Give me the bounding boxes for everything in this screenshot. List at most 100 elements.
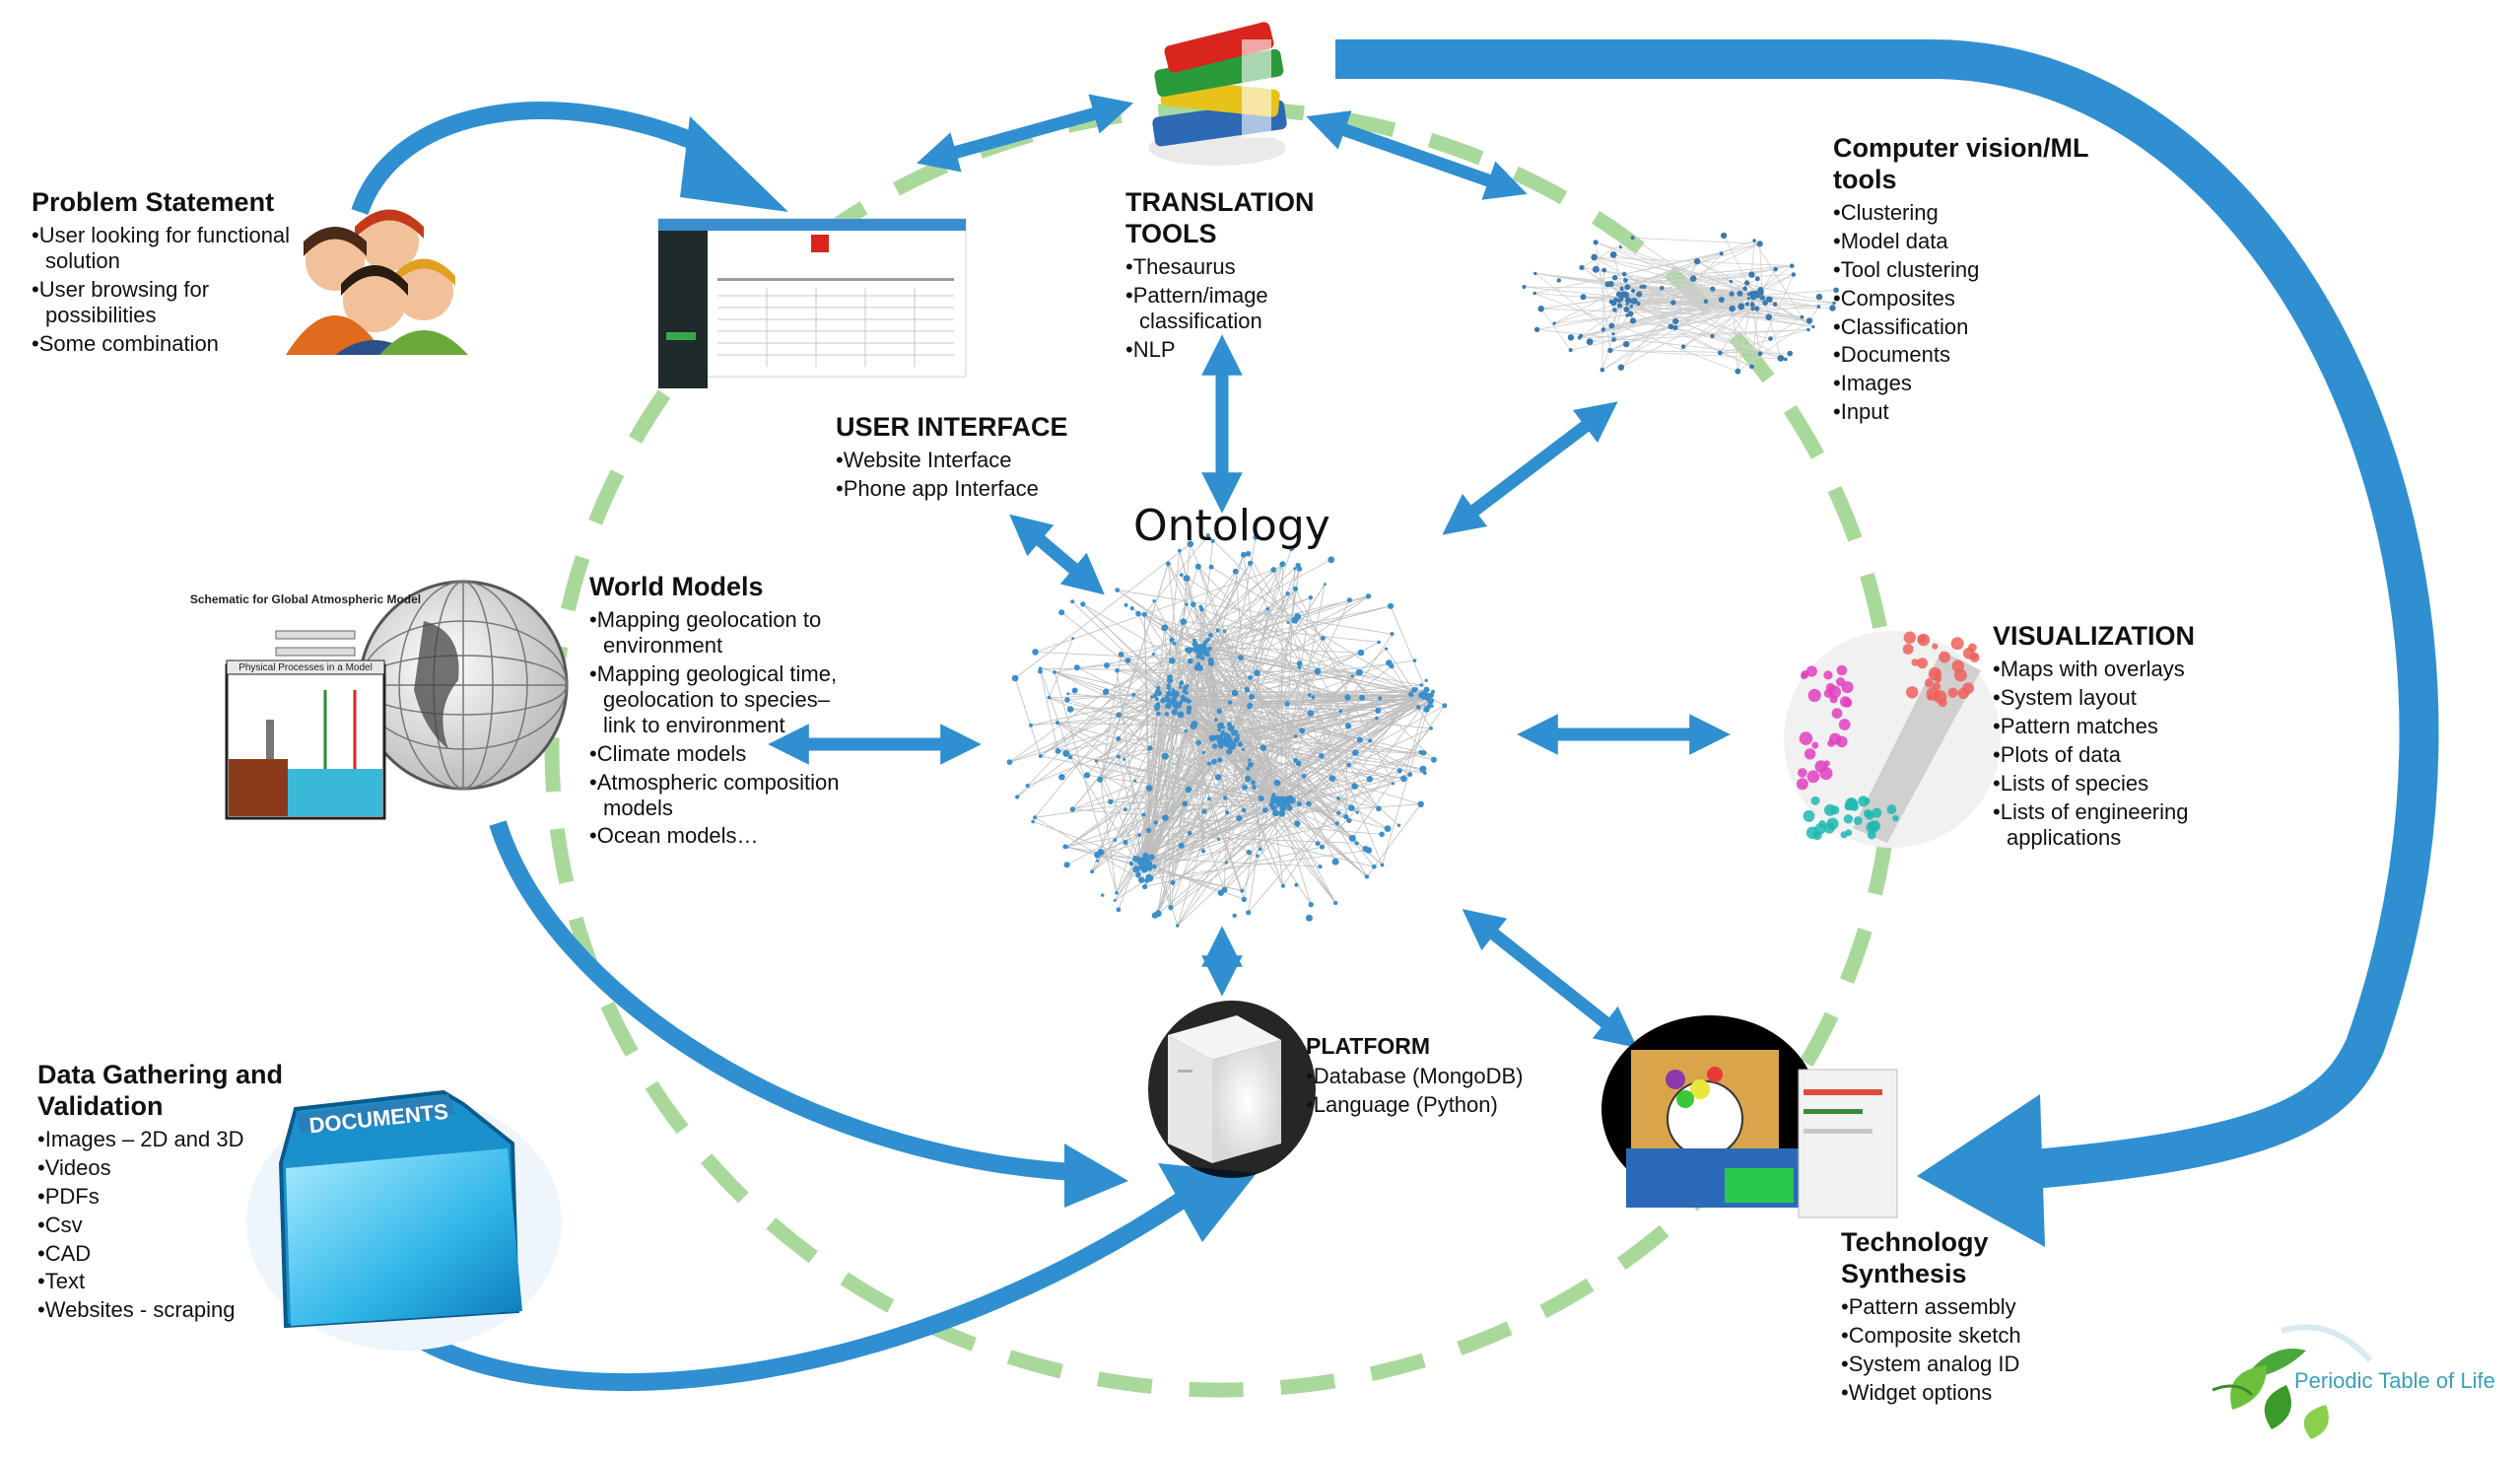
network-node bbox=[1737, 303, 1745, 311]
network-node bbox=[1307, 693, 1312, 697]
network-edge bbox=[1295, 584, 1326, 737]
scatter-dot bbox=[1845, 829, 1853, 836]
network-node bbox=[1177, 711, 1185, 719]
network-node bbox=[1333, 900, 1338, 906]
list-item: Lists of species bbox=[1993, 771, 2249, 797]
scatter-dot bbox=[1951, 659, 1965, 672]
network-node bbox=[1735, 368, 1741, 375]
network-node bbox=[1207, 797, 1211, 801]
network-node bbox=[1693, 258, 1701, 265]
network-edge bbox=[1105, 596, 1311, 693]
problem-statement-title: Problem Statement bbox=[32, 187, 275, 217]
network-edge bbox=[1250, 648, 1387, 766]
network-edge bbox=[1143, 800, 1279, 815]
network-edge bbox=[1594, 256, 1612, 303]
network-node bbox=[1184, 690, 1189, 695]
network-node bbox=[1241, 896, 1248, 902]
network-node bbox=[1336, 796, 1340, 800]
network-edge bbox=[1144, 867, 1243, 891]
scatter-dot bbox=[1927, 693, 1934, 701]
network-node bbox=[1427, 698, 1434, 705]
network-node bbox=[1179, 685, 1183, 689]
network-node bbox=[1132, 866, 1140, 873]
network-node bbox=[1366, 776, 1374, 783]
network-edge bbox=[1613, 303, 1752, 368]
periodic-table-logo-icon bbox=[2212, 1324, 2373, 1439]
network-node bbox=[1149, 857, 1154, 861]
network-node bbox=[1208, 564, 1214, 570]
list-item: Clustering bbox=[1833, 200, 2119, 226]
scatter-dot bbox=[1950, 637, 1964, 651]
network-node bbox=[1214, 718, 1218, 722]
network-node bbox=[1152, 599, 1156, 603]
network-edge bbox=[1299, 666, 1383, 866]
network-edge bbox=[1210, 662, 1358, 813]
network-edge bbox=[1143, 584, 1326, 869]
network-node bbox=[1615, 291, 1622, 298]
network-node bbox=[1636, 301, 1641, 307]
scatter-dot bbox=[1864, 798, 1871, 804]
network-edge bbox=[1054, 671, 1230, 740]
network-edge bbox=[1753, 294, 1835, 304]
network-edge bbox=[1148, 550, 1181, 866]
network-edge bbox=[1278, 800, 1368, 877]
network-node bbox=[1146, 874, 1154, 882]
network-node bbox=[1622, 291, 1630, 299]
network-edge bbox=[1181, 675, 1353, 846]
network-node bbox=[1215, 628, 1220, 633]
network-node bbox=[1101, 893, 1105, 897]
list-item: Maps with overlays bbox=[1993, 657, 2249, 682]
network-edge bbox=[1223, 727, 1423, 770]
network-edge bbox=[1151, 714, 1168, 858]
network-node bbox=[1357, 649, 1365, 657]
network-node bbox=[1132, 856, 1138, 863]
scatter-dot bbox=[1825, 682, 1836, 693]
network-node bbox=[1192, 641, 1198, 648]
network-node bbox=[1338, 709, 1343, 714]
network-node bbox=[1601, 327, 1606, 332]
network-edge bbox=[1165, 817, 1375, 867]
network-node bbox=[1071, 637, 1075, 641]
network-node bbox=[1217, 838, 1220, 841]
globe-schematic-caption: Schematic for Global Atmospheric Model bbox=[190, 592, 421, 606]
network-edge bbox=[1164, 627, 1411, 695]
network-node bbox=[1140, 860, 1145, 865]
network-node bbox=[1271, 793, 1276, 798]
network-node bbox=[1355, 810, 1359, 814]
network-node bbox=[1299, 728, 1305, 734]
network-edge bbox=[1633, 301, 1813, 327]
network-node bbox=[1331, 858, 1339, 866]
scatter-dot bbox=[1841, 681, 1854, 694]
network-edge bbox=[1169, 679, 1221, 727]
scatter-dot bbox=[1932, 643, 1939, 650]
network-node bbox=[1291, 616, 1299, 624]
network-node bbox=[1183, 685, 1189, 691]
network-node bbox=[1108, 798, 1114, 804]
scatter-dot bbox=[1805, 665, 1817, 677]
network-node bbox=[1672, 317, 1679, 325]
network-node bbox=[1619, 286, 1624, 291]
network-edge bbox=[1219, 694, 1426, 761]
network-edge bbox=[1250, 677, 1336, 863]
network-edge bbox=[1147, 696, 1168, 867]
network-node bbox=[1116, 735, 1122, 741]
network-node bbox=[1094, 759, 1099, 763]
list-item: CAD bbox=[37, 1241, 294, 1267]
list-item: Atmospheric composition models bbox=[589, 770, 846, 821]
network-node bbox=[1244, 686, 1251, 693]
network-node bbox=[1164, 712, 1170, 717]
network-edge bbox=[1644, 286, 1810, 321]
network-edge bbox=[1040, 646, 1202, 757]
scatter-dot bbox=[1796, 778, 1808, 791]
network-node bbox=[1600, 367, 1605, 373]
network-node bbox=[1672, 324, 1678, 330]
network-node bbox=[1343, 813, 1349, 820]
translation-tools-title: TRANSLATION TOOLS bbox=[1125, 187, 1315, 248]
network-edge bbox=[1135, 738, 1223, 870]
network-node bbox=[1288, 545, 1295, 552]
network-node bbox=[1135, 610, 1141, 617]
scatter-dot bbox=[1928, 666, 1941, 681]
list-item: Websites - scraping bbox=[37, 1297, 294, 1323]
network-node bbox=[1031, 819, 1035, 824]
network-edge bbox=[1072, 697, 1348, 810]
